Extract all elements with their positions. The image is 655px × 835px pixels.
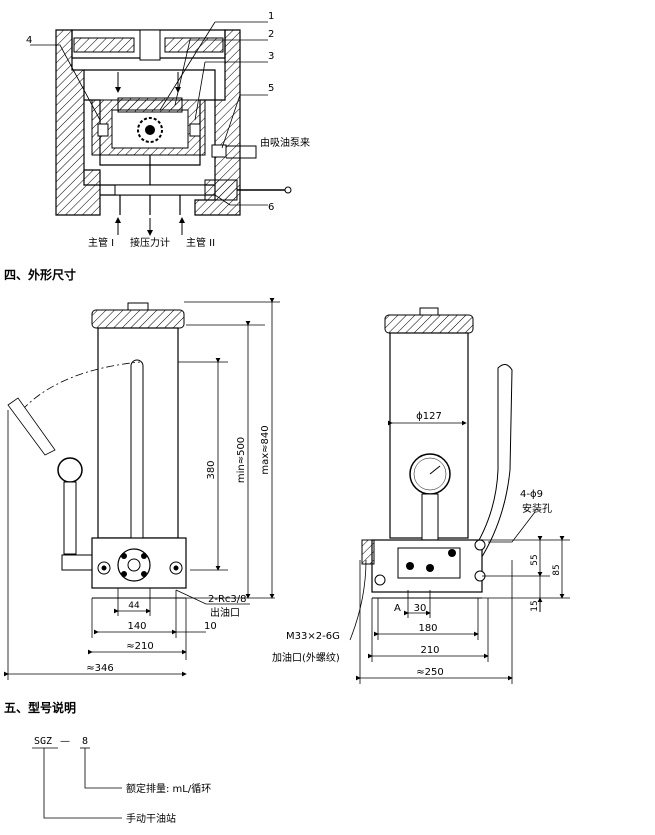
callout-leaders — [30, 21, 268, 206]
dim-55: 55 — [530, 554, 540, 565]
dim-346: ≈346 — [86, 663, 113, 674]
side-mount-hole-1 — [474, 539, 486, 551]
dim-380: 380 — [206, 460, 217, 479]
housing-top — [71, 29, 226, 59]
handle-swing-position — [7, 397, 56, 456]
side-dims — [349, 420, 570, 684]
side-view: ϕ127 4-ϕ9 安装孔 55 85 15 A 30 180 210 ≈250… — [272, 307, 570, 684]
center-shaft — [139, 29, 161, 61]
piston-right — [189, 123, 201, 137]
inlet-label: 加油口(外螺纹) — [272, 651, 340, 664]
dim-210-side: 210 — [420, 645, 439, 656]
outlet-spec: 2-Rc3/8 — [208, 594, 247, 605]
side-inlet-fitting — [361, 539, 375, 565]
section5-heading: 五、型号说明 — [4, 700, 76, 715]
main-pipe-1-label: 主管 I — [88, 236, 114, 249]
suction-valve — [211, 144, 227, 158]
piston-left — [97, 123, 109, 137]
pressure-gauge-label: 接压力计 — [130, 236, 170, 249]
dim-140: 140 — [127, 621, 146, 632]
side-mount-hole-3 — [374, 574, 386, 586]
dim-10: 10 — [204, 621, 217, 632]
section-a-label: A — [394, 603, 401, 614]
callout-4: 4 — [26, 35, 32, 46]
model-code: SGZ — 8 额定排量: mL/循环 手动干油站 — [32, 736, 211, 825]
pump-schematic: 1 2 3 4 5 6 由吸油泵来 主管 I 接压力计 主管 II — [26, 11, 310, 249]
dim-210-front: ≈210 — [126, 641, 153, 652]
model-dash: — — [60, 736, 70, 747]
dim-phi127: ϕ127 — [416, 411, 442, 422]
dim-30: 30 — [414, 603, 427, 614]
mount-holes-label: 安装孔 — [522, 502, 552, 515]
front-cap — [91, 309, 185, 329]
top-plate-right — [164, 37, 224, 53]
gear-cap — [117, 97, 183, 113]
callout-3: 3 — [268, 51, 274, 62]
spring-housing — [204, 179, 238, 201]
side-handle-lever — [471, 364, 513, 561]
suction-pipe — [226, 145, 257, 159]
dim-44: 44 — [128, 601, 140, 611]
front-view: 380 min≈500 max≈840 44 140 10 ≈210 ≈346 … — [4, 298, 280, 680]
valve-spool — [114, 184, 206, 196]
dim-min500: min≈500 — [236, 437, 247, 483]
dim-180: 180 — [418, 623, 437, 634]
model-suffix: 8 — [82, 736, 88, 747]
top-plate-left — [73, 37, 135, 53]
dim-85: 85 — [552, 564, 562, 575]
callout-1: 1 — [268, 11, 274, 22]
outlet-label: 出油口 — [210, 606, 240, 619]
callout-6: 6 — [268, 202, 274, 213]
inlet-spec: M33×2-6G — [286, 631, 340, 642]
dim-max840: max≈840 — [260, 425, 271, 474]
side-cap — [384, 314, 474, 334]
dim-250: ≈250 — [416, 667, 443, 678]
callout-2: 2 — [268, 29, 274, 40]
model-prefix: SGZ — [34, 736, 52, 747]
suction-source-label: 由吸油泵来 — [260, 136, 310, 149]
housing-right-wall — [194, 29, 241, 216]
main-pipe-2-label: 主管 II — [186, 236, 215, 249]
mount-holes-spec: 4-ϕ9 — [520, 489, 543, 500]
front-horizontal-dims — [4, 410, 250, 680]
callout-5: 5 — [268, 83, 274, 94]
section4-heading: 四、外形尺寸 — [4, 267, 76, 282]
dim-15: 15 — [530, 600, 540, 611]
front-handle-lever — [130, 359, 144, 551]
handle-swing-arc — [21, 361, 141, 411]
front-vertical-dims — [178, 298, 280, 599]
desc-capacity: 额定排量: mL/循环 — [126, 782, 211, 795]
front-gauge-icon — [57, 457, 83, 483]
desc-type: 手动干油站 — [126, 812, 176, 825]
